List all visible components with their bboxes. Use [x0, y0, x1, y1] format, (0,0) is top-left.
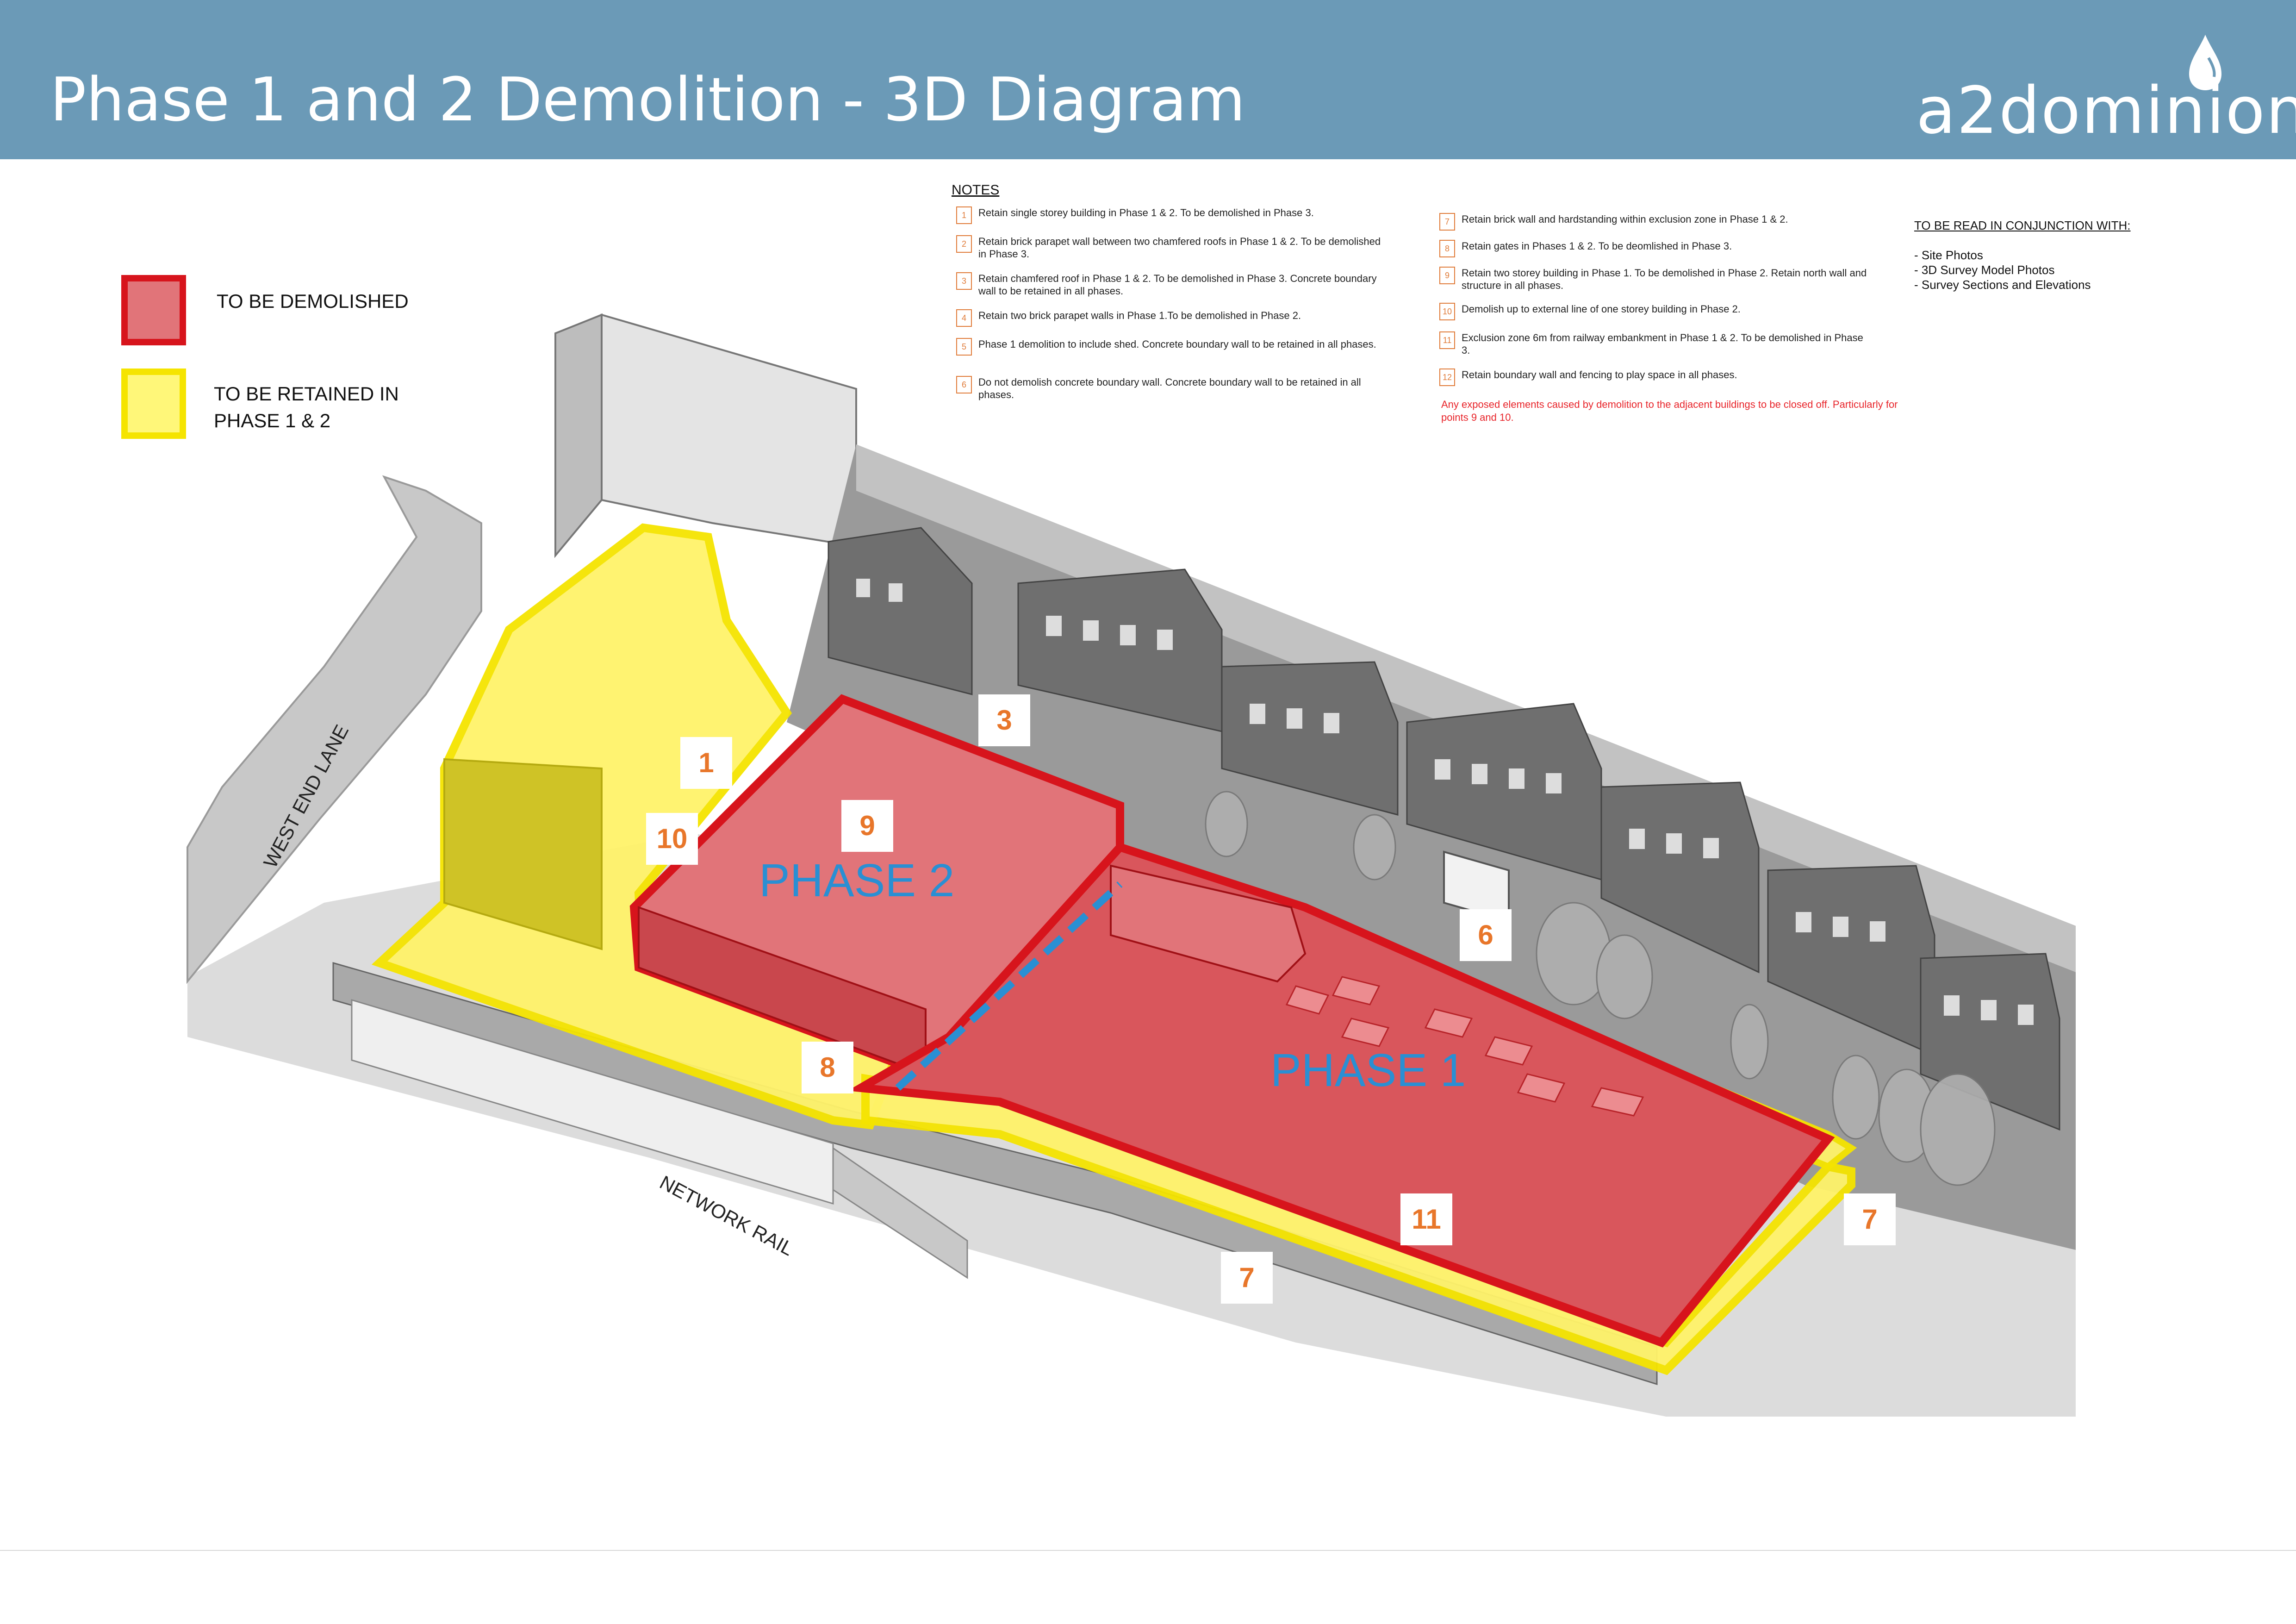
note-text: Retain chamfered roof in Phase 1 & 2. To… — [978, 273, 1377, 297]
header-bar — [0, 0, 2296, 159]
note-number: 6 — [956, 376, 972, 394]
note-text: Retain two storey building in Phase 1. T… — [1462, 267, 1867, 291]
house-windows — [856, 579, 2034, 1025]
note-number: 2 — [956, 235, 972, 253]
note-item: 2 Retain brick parapet wall between two c… — [956, 235, 1386, 260]
note-item: 8 Retain gates in Phases 1 & 2. To be deo… — [1439, 240, 1869, 257]
phase-1-roof-lights — [1285, 976, 1644, 1117]
marker-7: 7 — [1221, 1252, 1273, 1304]
note-number: 8 — [1439, 240, 1455, 257]
note-item: 3 Retain chamfered roof in Phase 1 & 2. T… — [956, 272, 1386, 297]
note-item: 11 Exclusion zone 6m from railway embankm… — [1439, 331, 1869, 356]
notes-title: NOTES — [952, 182, 1000, 198]
west-end-lane-road — [187, 475, 482, 984]
conjunction-title: TO BE READ IN CONJUNCTION WITH: — [1914, 219, 2131, 232]
note-text: Retain brick wall and hardstanding withi… — [1462, 213, 1788, 225]
conjunction-item: - Site Photos — [1914, 248, 1983, 262]
marker-8: 8 — [802, 1042, 853, 1093]
note-number: 11 — [1439, 331, 1455, 349]
note-number: 9 — [1439, 267, 1455, 284]
note-text: Phase 1 demolition to include shed. Conc… — [978, 338, 1376, 350]
tall-building-side — [554, 313, 603, 558]
note-number: 1 — [956, 206, 972, 224]
footer-divider — [0, 1550, 2296, 1551]
exposed-elements-warning: Any exposed elements caused by demolitio… — [1441, 399, 1898, 423]
page-title: Phase 1 and 2 Demolition - 3D Diagram — [50, 64, 1245, 135]
note-item: 7 Retain brick wall and hardstanding with… — [1439, 213, 1869, 231]
note-number: 12 — [1439, 369, 1455, 386]
embankment-slope — [832, 1147, 968, 1279]
retained-building-face — [443, 758, 603, 950]
note-number: 5 — [956, 338, 972, 356]
legend-demolish-label: TO BE DEMOLISHED — [217, 290, 409, 312]
note-text: Retain brick parapet wall between two ch… — [978, 236, 1381, 260]
legend-retain-swatch — [121, 369, 186, 439]
note-item: 4 Retain two brick parapet walls in Phase… — [956, 309, 1386, 327]
note-text: Retain two brick parapet walls in Phase … — [978, 310, 1301, 321]
note-item: 1 Retain single storey building in Phase … — [956, 206, 1386, 224]
legend-demolish-swatch — [121, 275, 186, 345]
marker-1: 1 — [680, 737, 732, 789]
railway-wall-panels — [351, 999, 834, 1205]
note-text: Retain gates in Phases 1 & 2. To be deom… — [1462, 240, 1732, 252]
note-item: 5 Phase 1 demolition to include shed. Con… — [956, 338, 1386, 356]
marker-11: 11 — [1400, 1193, 1452, 1245]
note-item: 9 Retain two storey building in Phase 1. … — [1439, 267, 1869, 292]
water-drop-logo-icon — [2189, 35, 2221, 90]
tall-building-block — [601, 313, 857, 548]
phase-boundary-line — [895, 881, 1123, 1091]
note-text: Retain single storey building in Phase 1… — [978, 207, 1314, 219]
marker-10: 10 — [646, 813, 698, 865]
conjunction-item: - Survey Sections and Elevations — [1914, 278, 2091, 292]
trees — [1205, 791, 1996, 1186]
note-number: 4 — [956, 309, 972, 327]
note-number: 7 — [1439, 213, 1455, 231]
marker-9: 9 — [841, 800, 893, 852]
brand-logo-text: a2dominion — [1916, 73, 2296, 149]
note-text: Do not demolish concrete boundary wall. … — [978, 376, 1361, 400]
phase-1-label: PHASE 1 — [1270, 1044, 1466, 1096]
note-text: Retain boundary wall and fencing to play… — [1462, 369, 1737, 381]
note-item: 6 Do not demolish concrete boundary wall.… — [956, 376, 1386, 401]
phase-1-demolition-zone — [847, 842, 1835, 1348]
marker-7: 7 — [1844, 1193, 1896, 1245]
phase-2-label: PHASE 2 — [759, 855, 955, 906]
note-text: Exclusion zone 6m from railway embankmen… — [1462, 332, 1863, 356]
marker-6: 6 — [1460, 909, 1512, 961]
legend-retain-label: TO BE RETAINED IN PHASE 1 & 2 — [214, 383, 399, 431]
marker-3: 3 — [978, 694, 1030, 746]
note-item: 12 Retain boundary wall and fencing to pl… — [1439, 369, 1869, 386]
note-item: 10 Demolish up to external line of one st… — [1439, 303, 1869, 320]
note-number: 3 — [956, 272, 972, 290]
note-number: 10 — [1439, 303, 1455, 320]
note-text: Demolish up to external line of one stor… — [1462, 303, 1741, 315]
conjunction-item: - 3D Survey Model Photos — [1914, 263, 2055, 277]
phase-1-raised-block — [1110, 864, 1307, 983]
